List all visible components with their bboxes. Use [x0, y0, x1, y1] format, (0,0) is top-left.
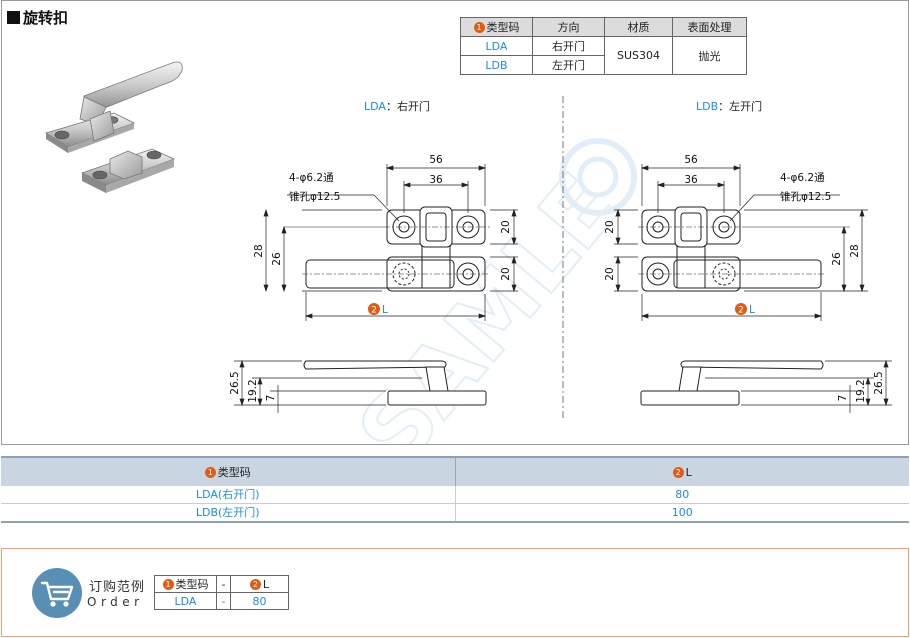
title-square-icon: [7, 11, 20, 24]
ldb-view-label: LDB：左开门: [696, 100, 763, 113]
lda-dim-7: 7: [265, 395, 277, 402]
lda-hole-note-2: 锥孔φ12.5: [289, 190, 340, 203]
table-row: LDA(右开门) 80: [1, 486, 909, 504]
lda-side-dimensions: [234, 359, 422, 413]
ldb-side-view: [640, 360, 824, 406]
lda-dim-26: 26: [271, 252, 283, 266]
lda-top-view: [302, 206, 490, 292]
size-value-ldb: 100: [455, 503, 909, 523]
ldb-length-label: 2 L: [735, 303, 755, 316]
order-title-zh: 订购范例: [89, 580, 146, 595]
lda-view-label: LDA：右开门: [364, 100, 430, 113]
ldb-dim-26: 26: [831, 252, 843, 266]
watermark-logo: SAMLE: [337, 138, 640, 445]
technical-drawing: SAMLE: [45, 61, 892, 445]
lda-dim-20-upper: 20: [500, 220, 512, 233]
badge-1-icon: 1: [162, 579, 174, 590]
product-photo: [45, 61, 183, 193]
ldb-dim-36: 36: [684, 174, 698, 186]
ldb-top-view: [638, 206, 825, 292]
table-row: LDA - 80: [154, 592, 289, 610]
ldb-hole-note-1: 4-φ6.2通: [780, 172, 825, 184]
svg-text:L: L: [382, 304, 388, 316]
ldb-dim-28: 28: [849, 244, 861, 257]
ldb-dim-7: 7: [837, 395, 849, 402]
lda-dim-36: 36: [429, 174, 443, 186]
page-title-text: 旋转扣: [23, 9, 69, 27]
ldb-dim-56: 56: [684, 154, 698, 166]
lda-dim-28: 28: [253, 244, 265, 257]
badge-2-icon: 2: [672, 466, 684, 478]
order-value-length: 80: [230, 592, 289, 610]
lda-dimensions: [263, 164, 518, 321]
spec-code-ldb: LDB: [460, 55, 533, 75]
svg-text:2: 2: [371, 306, 377, 316]
lda-dim-19-2: 19.2: [247, 379, 259, 402]
ldb-dim-26-5: 26.5: [873, 371, 885, 394]
table-row: LDB(左开门) 100: [1, 503, 909, 523]
ldb-dim-20-upper: 20: [604, 220, 616, 233]
shopping-cart-icon: [32, 568, 82, 618]
order-value-type: LDA: [154, 592, 217, 610]
svg-text:L: L: [749, 304, 755, 316]
badge-2-icon: 2: [249, 578, 261, 590]
order-title-en: Order: [87, 595, 144, 609]
badge-1-icon: 1: [204, 467, 216, 478]
order-header-dash: -: [216, 575, 231, 593]
size-value-lda: 80: [455, 486, 909, 504]
size-code-lda: LDA(右开门): [1, 486, 456, 504]
badge-1-icon: 1: [473, 22, 485, 33]
table-row: LDA 右开门 SUS304 抛光: [460, 36, 747, 75]
page-title: 旋转扣: [7, 7, 68, 28]
drawing-panel: 旋转扣 SAMLE: [1, 0, 909, 445]
lda-side-view: [303, 360, 487, 406]
ldb-hole-note-2: 锥孔φ12.5: [780, 190, 831, 203]
spec-direction-ldb: 左开门: [532, 55, 605, 75]
lda-dim-20-lower: 20: [500, 267, 512, 280]
size-code-ldb: LDB(左开门): [1, 503, 456, 523]
table-row: LDB 左开门: [460, 55, 747, 75]
spec-header-material: 材质: [604, 17, 673, 37]
spec-code-lda: LDA: [460, 36, 533, 56]
ldb-side-dimensions: [705, 359, 892, 413]
spec-header-direction: 方向: [532, 17, 605, 37]
spec-header-finish: 表面处理: [672, 17, 747, 37]
spec-finish: 抛光: [672, 36, 747, 75]
ldb-dimensions: [614, 164, 868, 321]
lda-dim-26-5: 26.5: [229, 371, 241, 394]
svg-text:2: 2: [738, 306, 744, 316]
lda-hole-note-1: 4-φ6.2通: [289, 172, 334, 184]
svg-text:SAMLE: SAMLE: [338, 155, 639, 445]
ldb-dim-20-lower: 20: [604, 267, 616, 280]
ldb-dim-19-2: 19.2: [855, 379, 867, 402]
spec-direction-lda: 右开门: [532, 36, 605, 56]
spec-material: SUS304: [604, 36, 673, 75]
order-value-dash: -: [216, 592, 231, 610]
lda-length-label: 2 L: [368, 303, 388, 316]
lda-dim-56: 56: [429, 154, 443, 166]
